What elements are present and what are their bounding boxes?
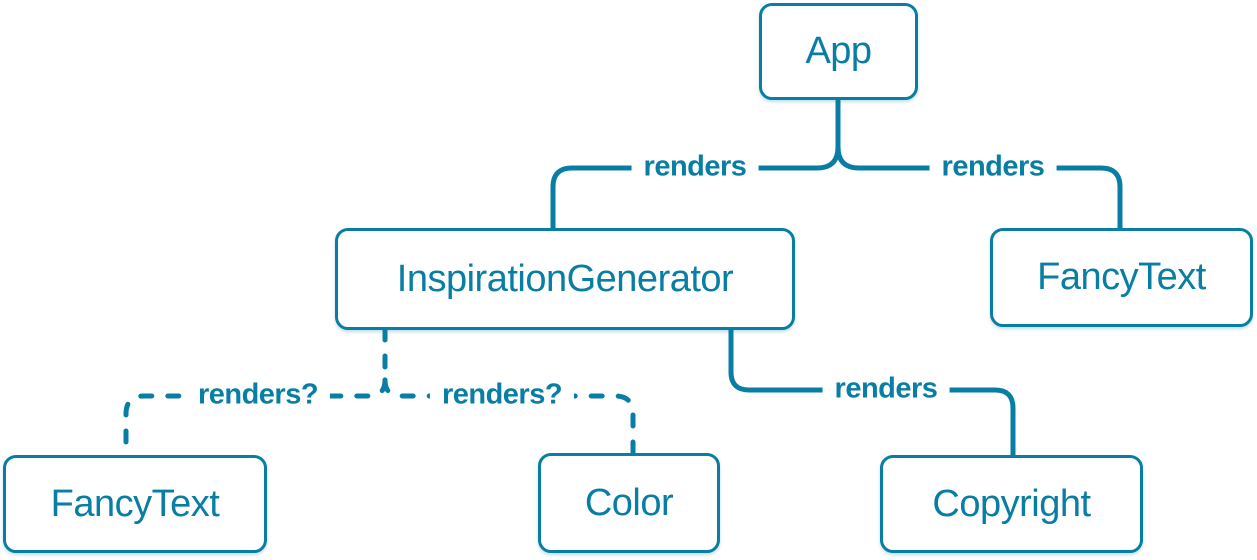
node-color: Color <box>538 453 720 553</box>
node-copyright-label: Copyright <box>932 482 1091 525</box>
edge-label-renders-conditional-fancytext: renders? <box>185 378 331 412</box>
node-fancy-text-top: FancyText <box>990 228 1253 327</box>
node-inspiration-generator: InspirationGenerator <box>335 228 795 330</box>
node-fancy-text-bottom: FancyText <box>3 455 267 553</box>
node-inspiration-generator-label: InspirationGenerator <box>396 257 734 300</box>
edge-label-renders-inspirationgenerator-copyright: renders <box>822 372 950 406</box>
edge-app-to-inspirationgenerator <box>550 98 841 232</box>
node-color-label: Color <box>584 481 674 524</box>
node-app-label: App <box>805 30 872 72</box>
edge-inspirationgenerator-to-color-conditional <box>382 377 636 457</box>
node-fancy-text-bottom-label: FancyText <box>50 482 220 525</box>
edge-app-to-fancytext <box>835 144 1123 232</box>
edge-label-renders-conditional-color: renders? <box>429 378 575 412</box>
edge-label-renders-app-fancytext: renders <box>929 150 1057 184</box>
node-fancy-text-top-label: FancyText <box>1037 256 1206 298</box>
node-app: App <box>759 3 918 100</box>
edge-inspirationgenerator-to-fancytext-conditional <box>123 326 388 459</box>
edge-label-renders-app-inspirationgenerator: renders <box>631 150 759 184</box>
node-copyright: Copyright <box>880 455 1143 553</box>
